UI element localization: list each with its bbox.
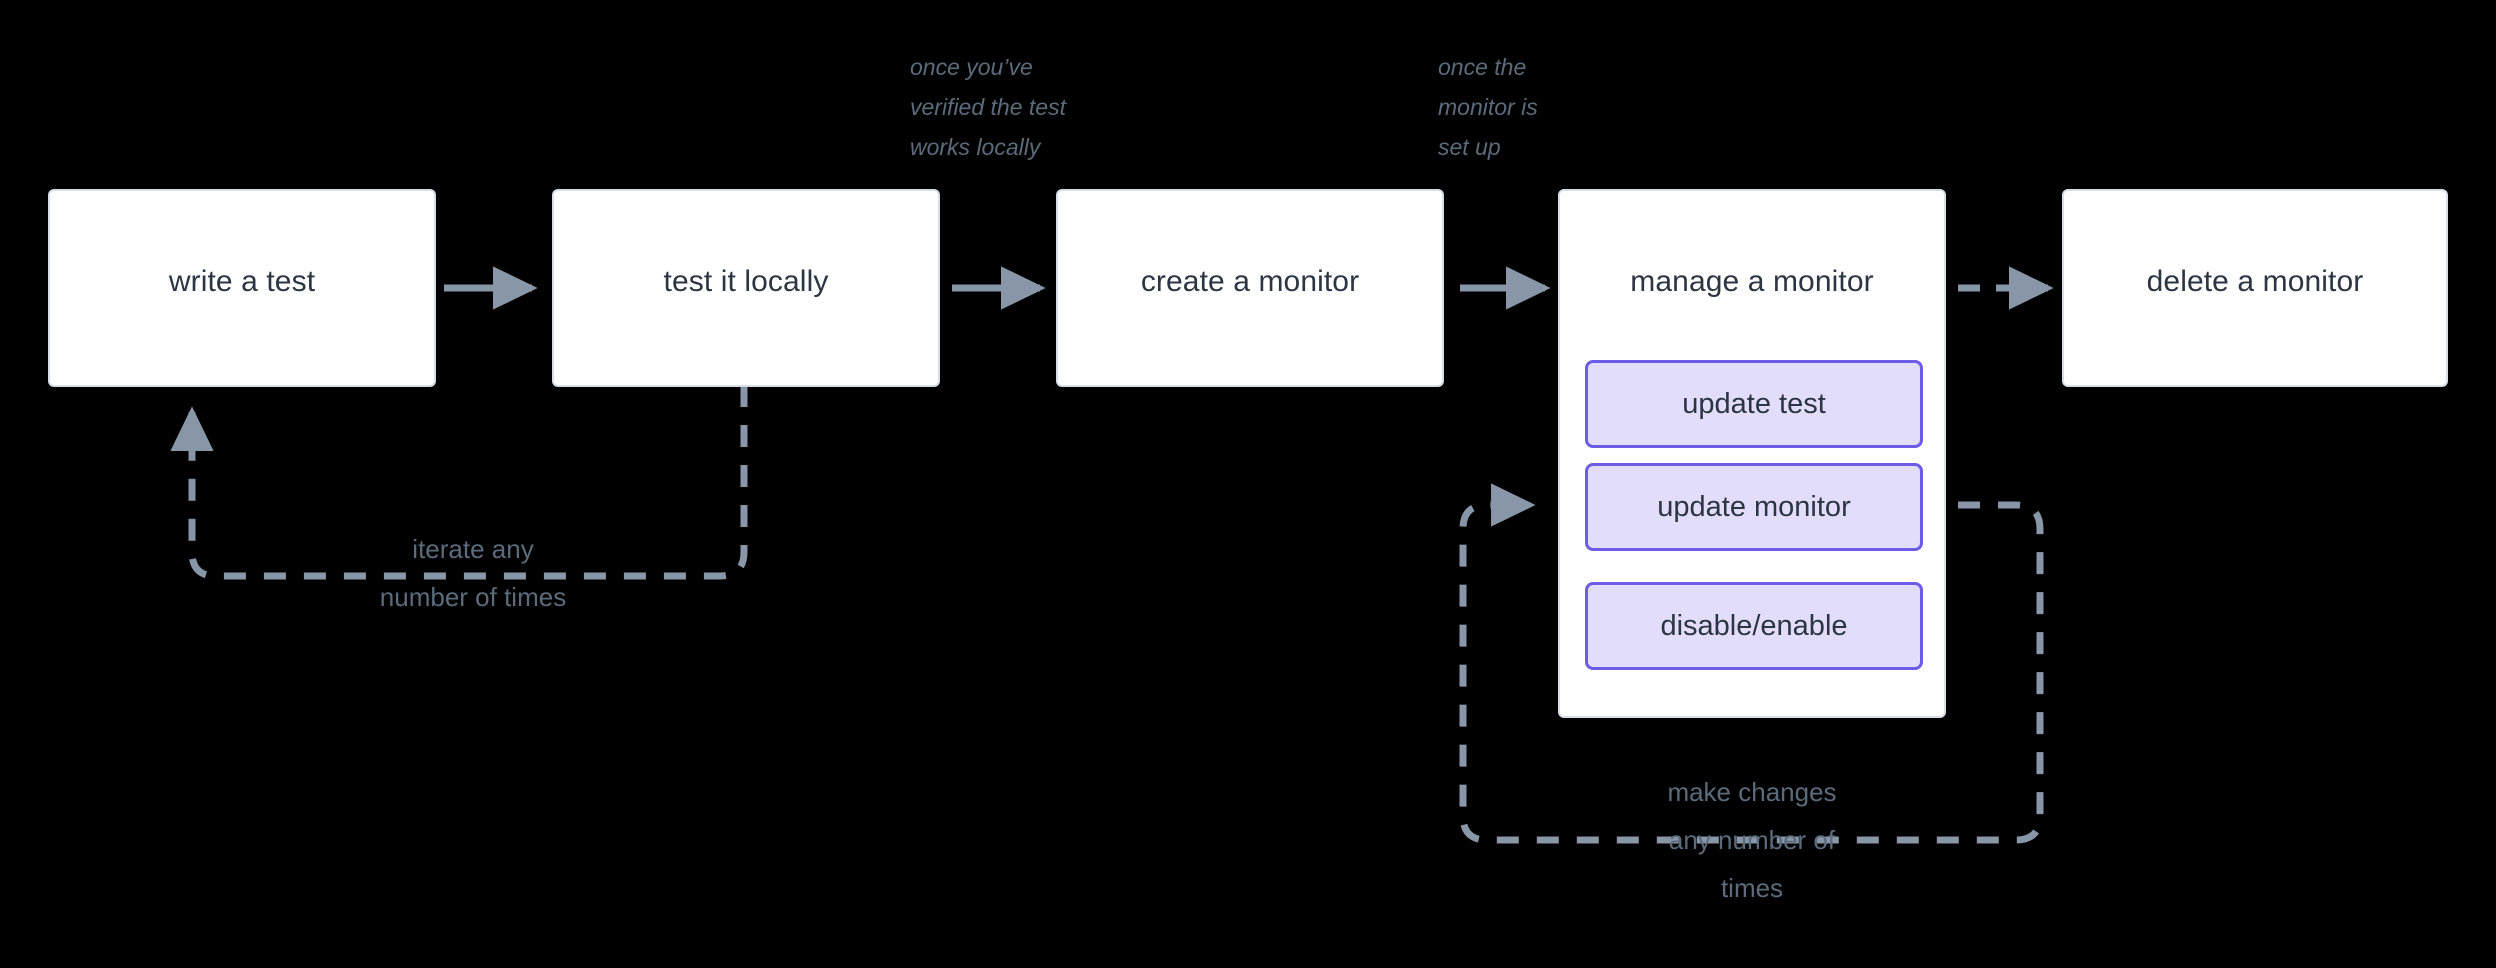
sub-node-disable-enable-label: disable/enable xyxy=(1660,609,1848,642)
node-create-a-monitor-label: create a monitor xyxy=(1140,265,1360,298)
iterate-loop-label: iterate any number of times xyxy=(379,534,567,612)
node-manage-a-monitor[interactable]: manage a monitor update test update moni… xyxy=(1558,189,1946,718)
make-changes-loop-label: make changes any number of times xyxy=(1667,777,1837,903)
node-test-it-locally[interactable]: test it locally xyxy=(552,189,940,387)
sub-node-update-monitor[interactable]: update monitor xyxy=(1585,463,1923,551)
annotation-monitor-set-up: once the monitor is set up xyxy=(1438,54,1538,160)
sub-node-update-monitor-label: update monitor xyxy=(1657,490,1851,523)
annotation-verified-the-test: once you’ve verified the test works loca… xyxy=(910,54,1066,160)
node-write-a-test[interactable]: write a test xyxy=(48,189,436,387)
sub-node-disable-enable[interactable]: disable/enable xyxy=(1585,582,1923,670)
edge-make-changes-loop xyxy=(1459,483,2044,844)
sub-node-update-test-label: update test xyxy=(1682,387,1826,420)
sub-node-update-test[interactable]: update test xyxy=(1585,360,1923,448)
node-create-a-monitor[interactable]: create a monitor xyxy=(1056,189,1444,387)
edge-iterate-loop xyxy=(170,385,748,580)
node-test-it-locally-label: test it locally xyxy=(663,265,829,298)
node-delete-a-monitor[interactable]: delete a monitor xyxy=(2062,189,2448,387)
node-write-a-test-label: write a test xyxy=(168,265,316,298)
node-manage-a-monitor-label: manage a monitor xyxy=(1630,265,1874,298)
node-delete-a-monitor-label: delete a monitor xyxy=(2146,265,2364,298)
